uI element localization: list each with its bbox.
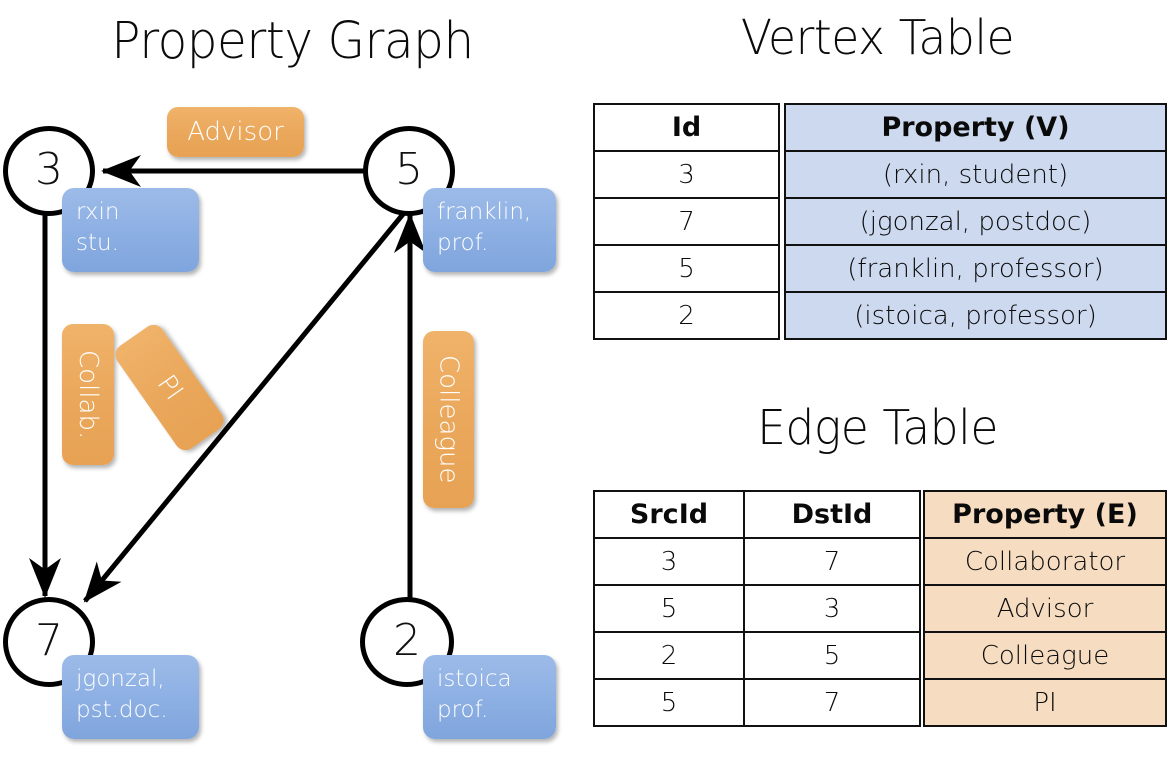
graph-node-3-id: 3: [35, 144, 63, 195]
vertex-table-header-id: Id: [593, 103, 780, 152]
edge-label-advisor[interactable]: Advisor: [167, 107, 304, 157]
edge-table-header-dstid: DstId: [743, 490, 921, 539]
edge-table-column-gap: [920, 491, 924, 538]
edge-label-advisor-text: Advisor: [187, 117, 284, 147]
table-row: 5 (franklin, professor): [593, 244, 1167, 293]
table-row: 5 7 PI: [593, 678, 1167, 727]
edge-5-to-7: [83, 211, 406, 603]
vertex-row-id: 7: [593, 197, 780, 246]
vertex-table-column-gap: [779, 245, 785, 292]
table-row: 3 7 Collaborator: [593, 537, 1167, 586]
edge-row-dst: 7: [743, 678, 921, 727]
graph-node-2-id: 2: [393, 615, 421, 666]
edge-table-column-gap: [920, 538, 924, 585]
table-row: 3 (rxin, student): [593, 150, 1167, 199]
node-property-box-3[interactable]: rxin stu.: [62, 188, 199, 272]
table-row: 7 (jgonzal, postdoc): [593, 197, 1167, 246]
graph-node-5[interactable]: 5: [363, 126, 455, 216]
edge-row-src: 2: [593, 631, 745, 680]
edge-row-property: Collaborator: [923, 537, 1167, 586]
node-property-box-7[interactable]: jgonzal, pst.doc.: [62, 655, 199, 739]
page-title-vertex-table: Vertex Table: [740, 10, 1015, 66]
vertex-row-property: (istoica, professor): [784, 291, 1167, 340]
edge-label-colleague[interactable]: Colleague: [423, 331, 474, 508]
edge-label-collab-text: Collab.: [73, 349, 103, 440]
edge-table-header-row: SrcId DstId Property (E): [593, 490, 1167, 539]
property-graph-panel: Property Graph 3 5 7 2 rxin stu. frankli…: [3, 12, 556, 739]
vertex-table-header-property: Property (V): [784, 103, 1167, 152]
edge-table-header-srcid: SrcId: [593, 490, 745, 539]
table-row: 2 5 Colleague: [593, 631, 1167, 680]
vertex-row-id: 2: [593, 291, 780, 340]
node-property-box-2[interactable]: istoica prof.: [423, 655, 556, 739]
table-row: 5 3 Advisor: [593, 584, 1167, 633]
vertex-row-id: 3: [593, 150, 780, 199]
edge-table-column-gap: [920, 679, 924, 726]
node-property-box-5[interactable]: franklin, prof.: [423, 188, 556, 272]
edge-row-property: Advisor: [923, 584, 1167, 633]
vertex-table-column-gap: [779, 292, 785, 339]
edge-row-src: 5: [593, 678, 745, 727]
graph-node-5-id: 5: [395, 144, 423, 195]
page-title-edge-table: Edge Table: [757, 400, 998, 456]
edge-row-property: PI: [923, 678, 1167, 727]
vertex-row-property: (jgonzal, postdoc): [784, 197, 1167, 246]
edge-row-src: 5: [593, 584, 745, 633]
vertex-table: Id Property (V) 3 (rxin, student) 7 (jgo…: [593, 103, 1167, 340]
edge-table-column-gap: [920, 632, 924, 679]
page-title-property-graph: Property Graph: [111, 12, 474, 71]
edge-table: SrcId DstId Property (E) 3 7 Collaborato…: [593, 490, 1167, 727]
edge-table-column-gap: [920, 585, 924, 632]
edge-row-property: Colleague: [923, 631, 1167, 680]
edge-label-pi-text: PI: [150, 369, 189, 406]
table-row: 2 (istoica, professor): [593, 291, 1167, 340]
edge-row-src: 3: [593, 537, 745, 586]
edge-row-dst: 3: [743, 584, 921, 633]
vertex-table-column-gap: [779, 198, 785, 245]
vertex-table-column-gap: [779, 151, 785, 198]
edge-table-header-property: Property (E): [923, 490, 1167, 539]
edge-label-collab[interactable]: Collab.: [62, 324, 114, 465]
edge-row-dst: 5: [743, 631, 921, 680]
vertex-table-header-row: Id Property (V): [593, 103, 1167, 152]
vertex-row-id: 5: [593, 244, 780, 293]
edge-row-dst: 7: [743, 537, 921, 586]
graph-edges-layer: [29, 155, 426, 603]
vertex-row-property: (franklin, professor): [784, 244, 1167, 293]
graph-node-7-id: 7: [35, 615, 63, 666]
edge-label-colleague-text: Colleague: [433, 355, 464, 484]
vertex-table-column-gap: [779, 104, 785, 151]
vertex-row-property: (rxin, student): [784, 150, 1167, 199]
graph-node-2[interactable]: 2: [360, 597, 454, 687]
